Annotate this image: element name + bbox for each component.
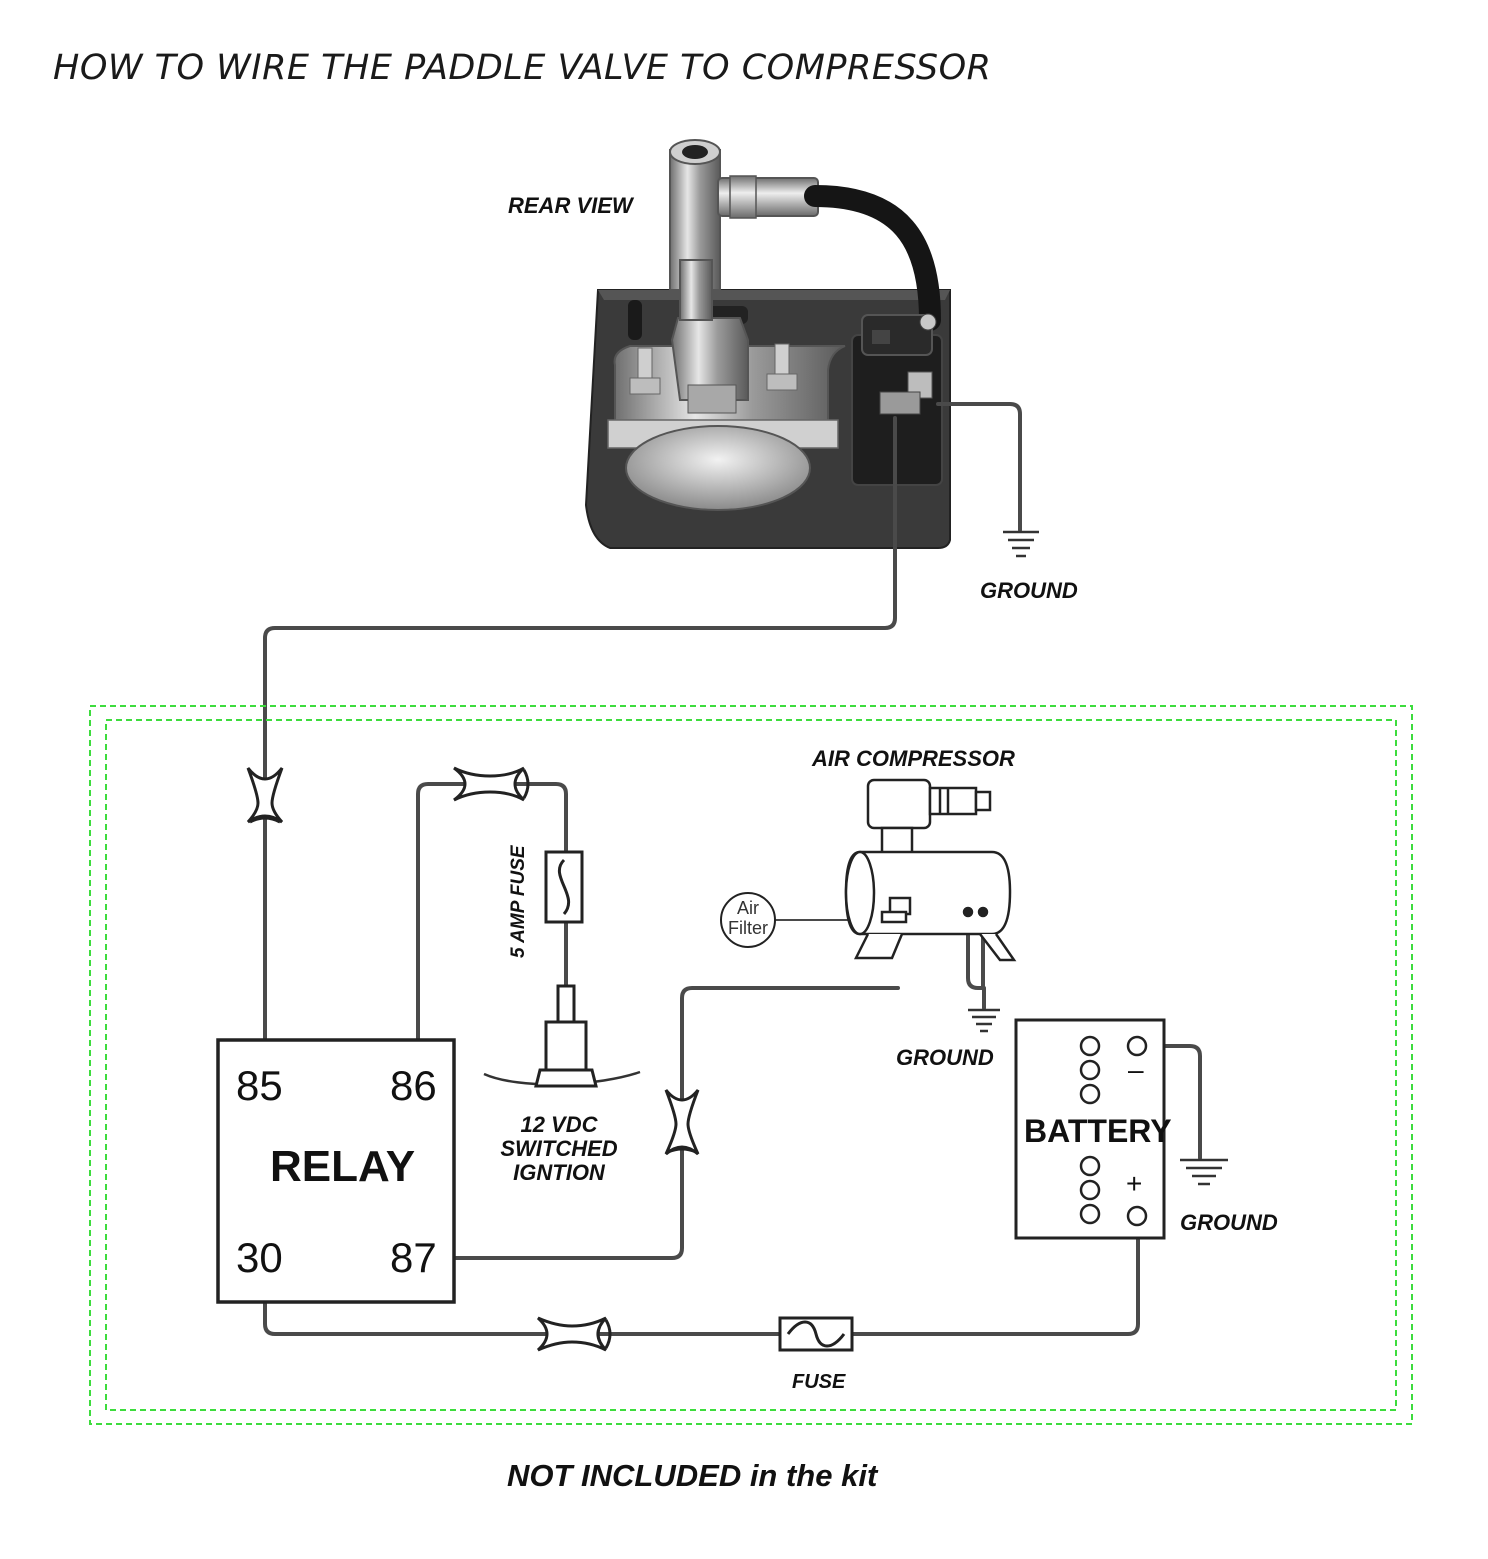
connector-icon (453, 766, 530, 802)
battery-positive-terminal (1126, 1205, 1148, 1227)
fuse-5amp-icon (544, 850, 584, 924)
relay-terminal-87: 87 (390, 1234, 437, 1281)
fuse-to-battery-positive-wire (850, 1226, 1140, 1336)
air-filter-label-line2: Filter (728, 918, 768, 938)
main-fuse-icon (778, 1316, 854, 1352)
valve-ground-wire (936, 402, 1022, 532)
fuse-label: FUSE (792, 1371, 846, 1393)
bracket-slot (628, 300, 642, 340)
battery-negative-terminal (1126, 1035, 1148, 1057)
fuse-5amp-label: 5 AMP FUSE (508, 845, 529, 958)
relay-30-wire (263, 1300, 782, 1336)
ignition-label-line1: 12 VDC (520, 1112, 598, 1137)
paddle-valve-rear-view (584, 139, 951, 549)
ignition-label-line3: IGNTION (513, 1160, 605, 1185)
battery-positive-sign: + (1126, 1168, 1143, 1199)
ground-icon (1180, 1158, 1228, 1186)
connector-icon (664, 1089, 700, 1156)
not-included-inner-border (105, 719, 1397, 1411)
page-title: HOW TO WIRE THE PADDLE VALVE TO COMPRESS… (53, 48, 992, 88)
air-filter-label-line1: Air (737, 898, 759, 918)
ground-label-valve: GROUND (980, 578, 1078, 603)
relay-box (216, 1038, 456, 1304)
relay-label: RELAY (270, 1142, 416, 1191)
relay-terminal-86: 86 (390, 1062, 437, 1109)
air-compressor-label: AIR COMPRESSOR (812, 746, 1015, 771)
battery-icon (1014, 1018, 1166, 1240)
rear-view-label: REAR VIEW (508, 193, 633, 218)
valve-to-relay-85-wire (263, 416, 897, 1042)
relay-terminal-85: 85 (236, 1062, 283, 1109)
air-filter-icon (720, 892, 776, 948)
air-filter-label: Air Filter (726, 898, 770, 938)
ground-icon (1003, 530, 1039, 558)
connector-icon (536, 1316, 612, 1352)
battery-negative-ground-wire (1144, 1044, 1202, 1160)
ignition-switch-icon (483, 984, 641, 1088)
relay-86-wire (416, 782, 568, 1042)
battery-label: BATTERY (1024, 1113, 1172, 1149)
ground-icon (968, 1008, 1000, 1033)
ignition-label: 12 VDC SWITCHED IGNTION (490, 1113, 628, 1185)
ground-label-compressor: GROUND (896, 1045, 994, 1070)
ground-label-battery: GROUND (1180, 1210, 1278, 1235)
battery-negative-sign: – (1128, 1054, 1144, 1085)
ignition-label-line2: SWITCHED (500, 1136, 618, 1161)
relay-terminal-30: 30 (236, 1234, 283, 1281)
air-compressor-icon (844, 778, 1017, 962)
not-included-footer: NOT INCLUDED in the kit (507, 1458, 878, 1493)
connector-icon (246, 767, 284, 824)
not-included-outer-border (89, 705, 1413, 1425)
compressor-ground-wire (966, 912, 986, 1010)
